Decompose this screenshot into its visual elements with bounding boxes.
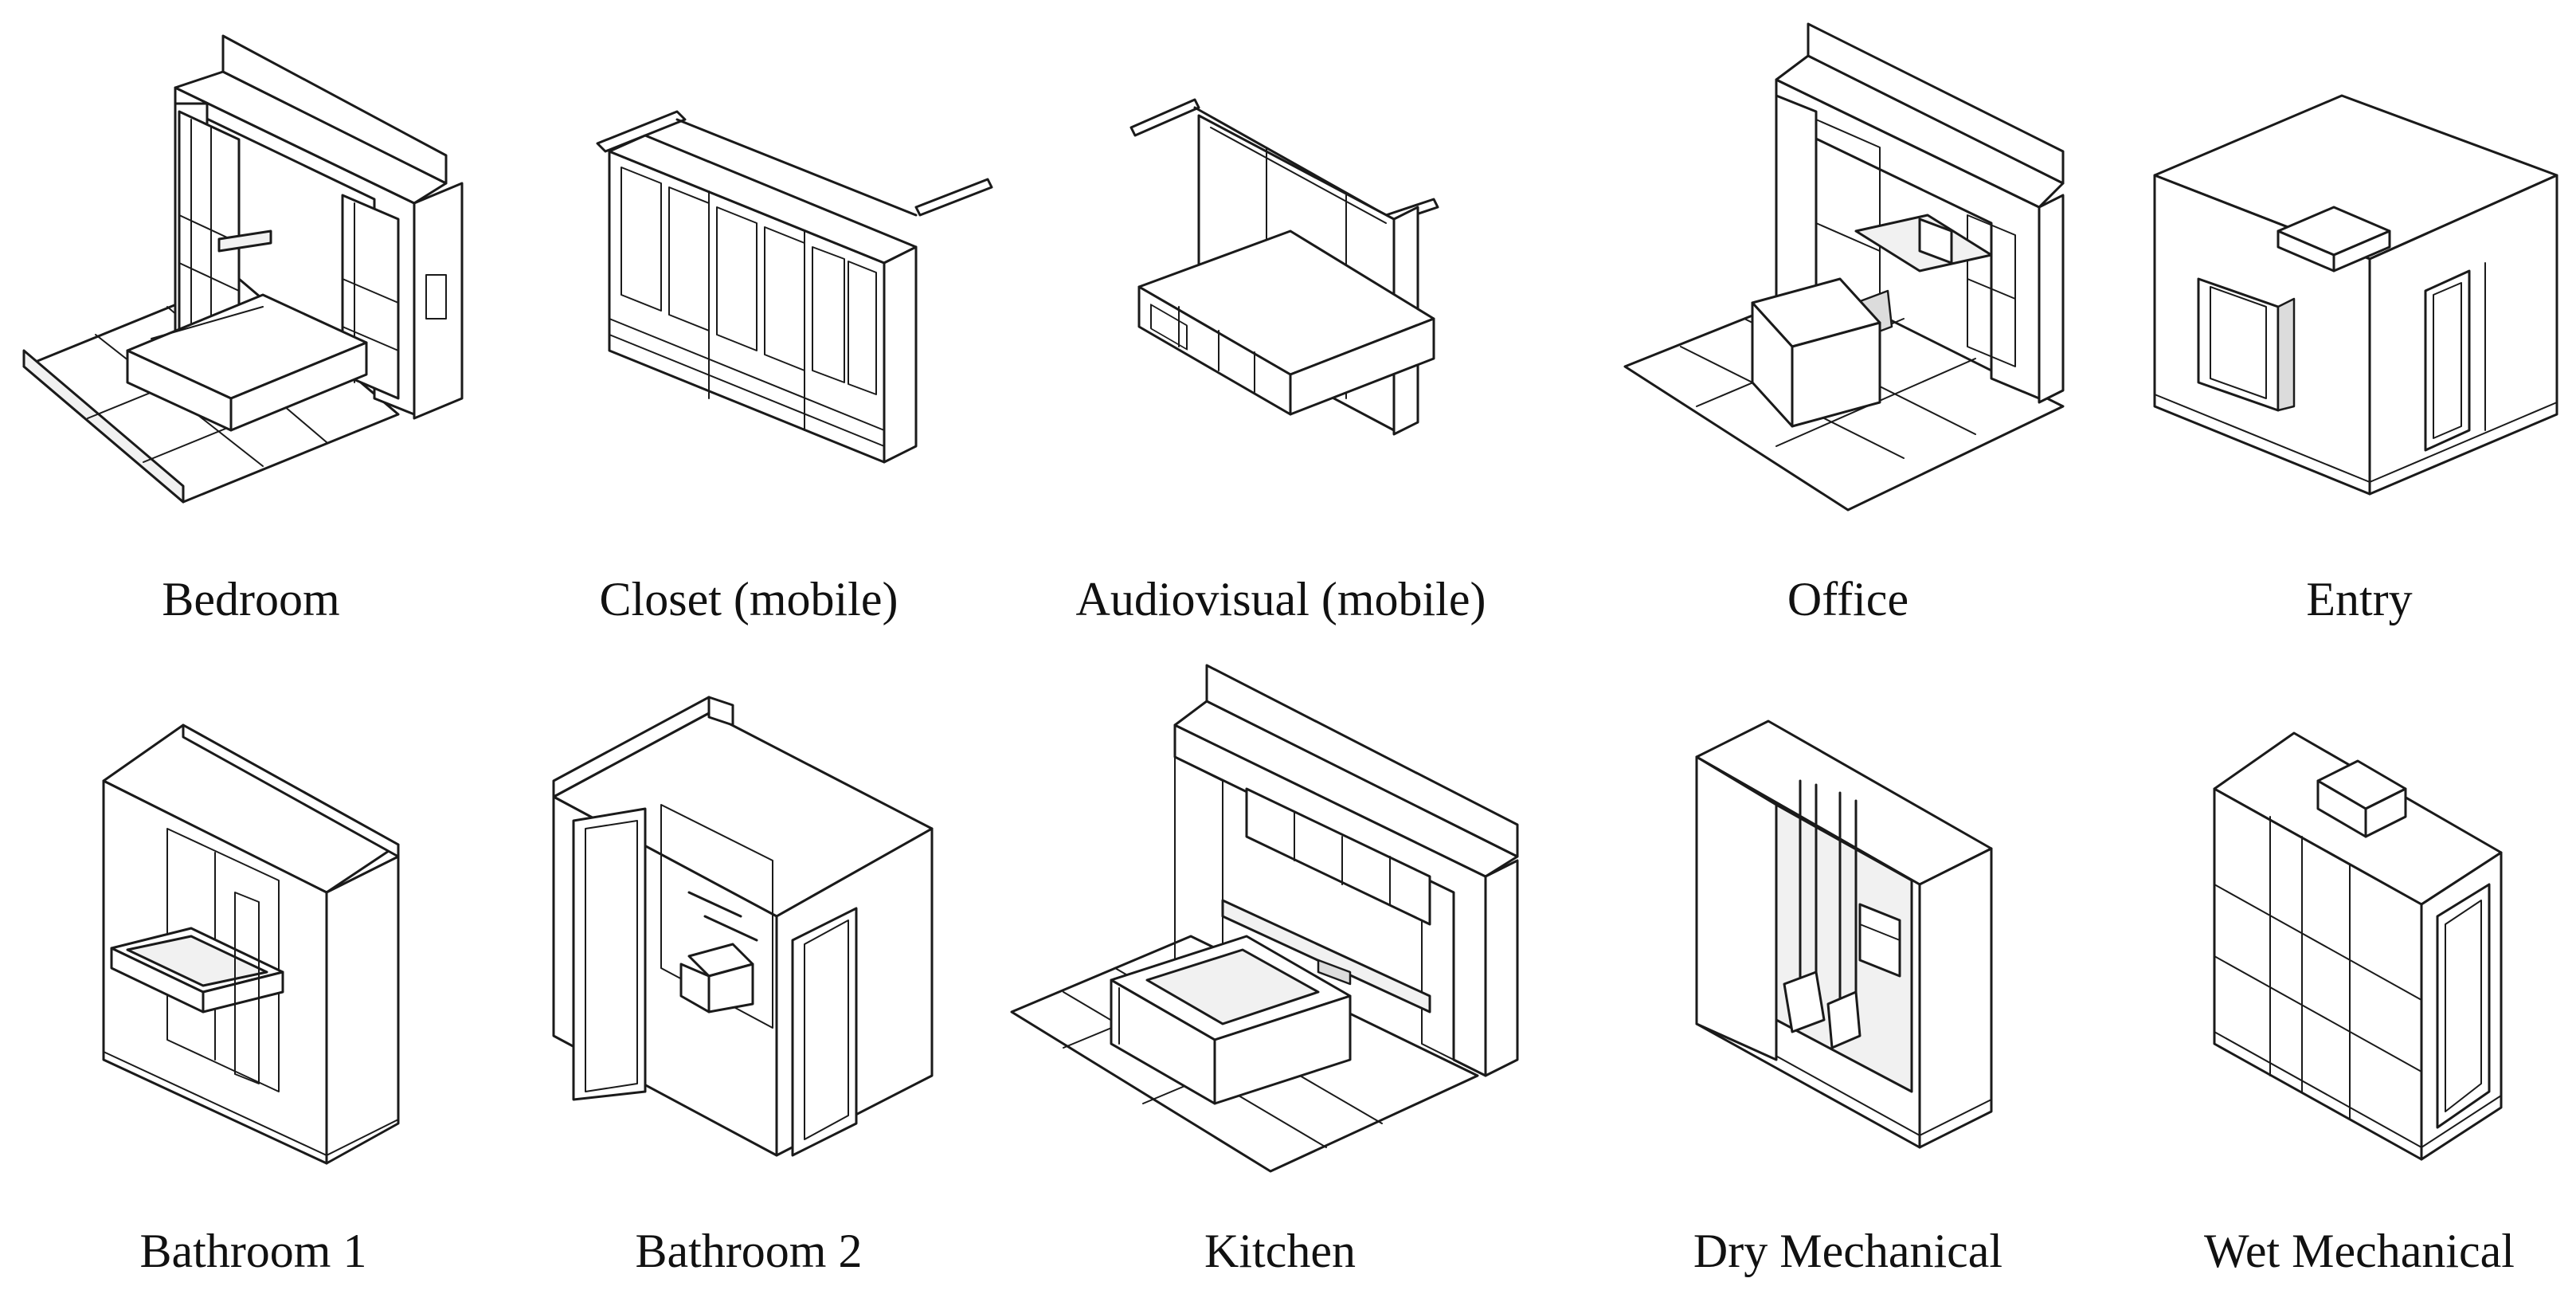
module-label-bathroom2: Bathroom 2 <box>635 1225 863 1277</box>
kitchen-drawing <box>1010 664 1519 1173</box>
closet-drawing <box>596 110 993 464</box>
audiovisual-drawing <box>1129 98 1439 436</box>
dry-mechanical-drawing <box>1695 719 1993 1149</box>
module-label-dry-mechanical: Dry Mechanical <box>1693 1225 2003 1277</box>
bathroom2-module <box>550 693 948 1171</box>
office-drawing <box>1623 22 2065 512</box>
module-label-entry: Entry <box>2306 573 2413 625</box>
bedroom-module <box>0 0 494 504</box>
wet-mechanical-module <box>2206 725 2525 1171</box>
module-label-audiovisual: Audiovisual (mobile) <box>1075 573 1486 625</box>
audiovisual-module <box>1129 96 1466 478</box>
module-label-kitchen: Kitchen <box>1204 1225 1356 1277</box>
bathroom1-module <box>96 717 414 1165</box>
bedroom-drawing <box>22 34 464 504</box>
wet-mechanical-drawing <box>2213 731 2503 1161</box>
module-label-closet: Closet (mobile) <box>599 573 898 625</box>
bathroom1-drawing <box>102 723 400 1165</box>
module-label-office: Office <box>1787 573 1909 625</box>
module-label-bedroom: Bedroom <box>162 573 340 625</box>
module-label-wet-mechanical: Wet Mechanical <box>2204 1225 2515 1277</box>
kitchen-module <box>1008 661 1549 1179</box>
entry-module <box>2151 64 2565 496</box>
module-label-bathroom1: Bathroom 1 <box>139 1225 367 1277</box>
entry-drawing <box>2153 94 2558 496</box>
office-module <box>1617 16 2111 512</box>
dry-mechanical-module <box>1689 717 2007 1163</box>
bathroom2-drawing <box>552 696 934 1157</box>
closet-module <box>558 48 1004 494</box>
